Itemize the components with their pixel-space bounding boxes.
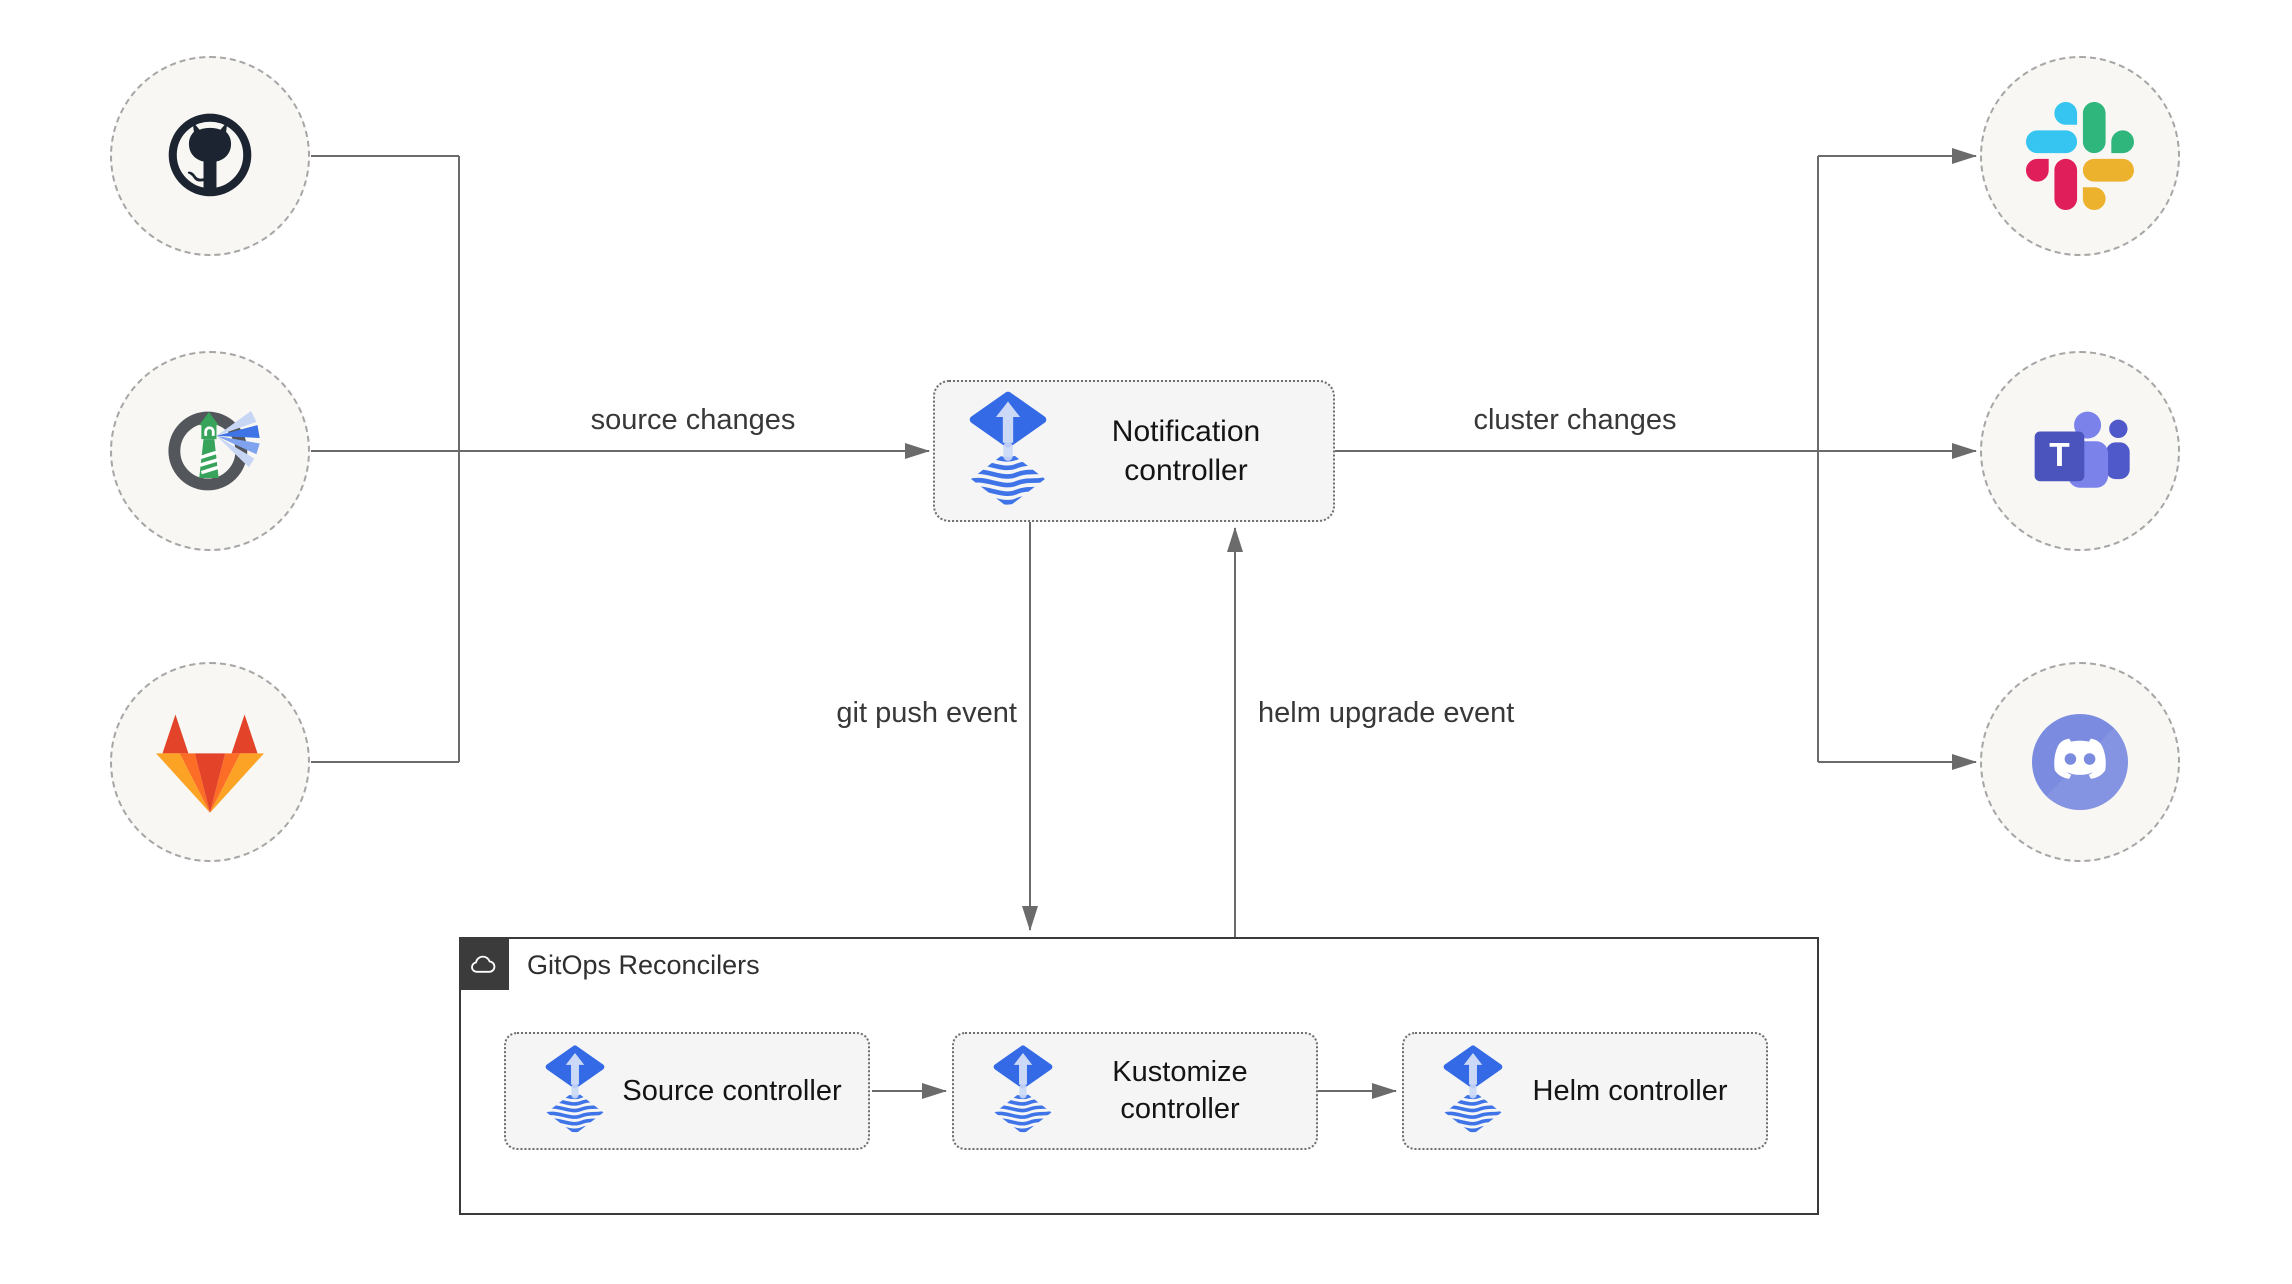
github-icon xyxy=(156,102,264,210)
gitlab-icon xyxy=(156,708,264,816)
source-controller-box: Source controller xyxy=(504,1032,870,1150)
notification-controller-box: Notification controller xyxy=(933,380,1335,522)
gitops-reconcilers-group: GitOps Reconcilers xyxy=(459,937,1819,1215)
gitops-group-title: GitOps Reconcilers xyxy=(527,950,760,980)
edge-label-git-push-event: git push event xyxy=(836,697,1017,729)
edge-label-source-changes: source changes xyxy=(590,404,796,436)
teams-icon xyxy=(2026,397,2134,505)
helm-controller-box: Helm controller xyxy=(1402,1032,1768,1150)
node-slack xyxy=(1980,56,2180,256)
helm-controller-label: Helm controller xyxy=(1532,1074,1728,1107)
node-github xyxy=(110,56,310,256)
gitops-badge xyxy=(459,937,509,990)
notification-controller-label: Notification controller xyxy=(1111,415,1261,487)
node-harbor xyxy=(110,351,310,551)
slack-icon xyxy=(2026,102,2134,210)
node-gitlab xyxy=(110,662,310,862)
flux-icon xyxy=(990,1042,1056,1140)
kustomize-controller-label: Kustomize controller xyxy=(1112,1056,1248,1125)
edge-label-cluster-changes: cluster changes xyxy=(1473,404,1677,436)
flux-icon xyxy=(542,1042,608,1140)
source-controller-label: Source controller xyxy=(622,1074,842,1107)
node-discord xyxy=(1980,662,2180,862)
edge-label-helm-upgrade-event: helm upgrade event xyxy=(1258,697,1515,729)
harbor-icon xyxy=(156,397,264,505)
kustomize-controller-box: Kustomize controller xyxy=(952,1032,1318,1150)
cloud-icon xyxy=(468,952,500,976)
flux-icon xyxy=(1440,1042,1506,1140)
flux-icon xyxy=(965,388,1051,514)
discord-icon xyxy=(2020,702,2140,822)
node-teams xyxy=(1980,351,2180,551)
